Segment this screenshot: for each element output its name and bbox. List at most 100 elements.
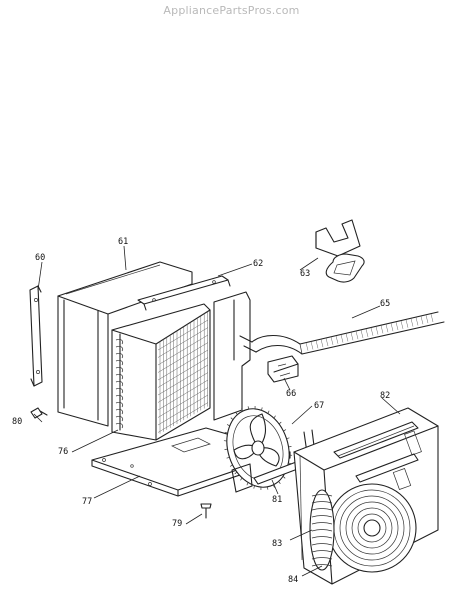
tubing-hatch-line (385, 324, 389, 333)
coil-tube-bend (115, 346, 123, 352)
fan-tooth (230, 417, 234, 420)
part-82-top-strip (333, 421, 419, 483)
callout-67: 67 (314, 401, 324, 411)
shroud-rib (311, 515, 333, 518)
fan-tooth (224, 431, 228, 434)
watermark: AppliancePartsPros.com (163, 4, 300, 17)
fan-tooth (247, 406, 250, 410)
fan-tooth (266, 486, 269, 490)
fan-tooth (283, 429, 287, 432)
fan-tooth (226, 456, 230, 459)
coil-tube-bend (115, 339, 123, 345)
shroud-panel (213, 291, 251, 421)
coil-tube-bend (115, 409, 123, 415)
coil-fin-cross (157, 327, 209, 358)
coil-tube-bends (115, 339, 123, 429)
tubing-hatch-line (395, 321, 399, 331)
fan-tooth (235, 412, 238, 415)
tubing-hatch-line (320, 339, 324, 348)
shroud-rib (311, 501, 333, 504)
tubing-hatch-line (355, 331, 359, 340)
callout-81: 81 (272, 495, 282, 505)
fan-tooth (282, 476, 286, 479)
part-62-rail (137, 275, 231, 311)
tubing-hatch-line (360, 329, 364, 339)
shroud-rib (311, 494, 333, 497)
tubing-hatch (305, 313, 434, 351)
fan-tooth (234, 471, 238, 475)
fan-tooth (261, 407, 263, 411)
tubing-hatch-line (430, 313, 434, 323)
callout-80: 80 (12, 417, 22, 427)
tubing-hatch-line (415, 317, 419, 326)
grille-ring (345, 501, 399, 555)
part-83-shroud (309, 489, 335, 571)
part-76-coil (111, 303, 211, 441)
shroud-rib (311, 536, 333, 539)
coil-tube-bend (115, 388, 123, 394)
tubing-hatch-line (420, 316, 424, 325)
callout-65: 65 (380, 299, 390, 309)
tubing-hatch-line (310, 341, 314, 350)
coil-tube-bend (115, 402, 123, 408)
tubing-hatch-line (330, 336, 334, 345)
part-67-fan-blade (223, 405, 293, 491)
fan-tooth (278, 421, 282, 425)
grille-ring (351, 507, 393, 549)
part-65-tubing (239, 311, 445, 355)
coil-fin-cross (157, 334, 209, 366)
callout-84: 84 (288, 575, 298, 585)
coil-tube-bend (115, 395, 123, 401)
shroud-rib (311, 557, 333, 560)
fan-tooth (267, 410, 270, 414)
callout-66: 66 (286, 389, 296, 399)
fan-tooth (246, 482, 249, 486)
shroud-rib (311, 564, 333, 567)
tubing-hatch-line (425, 315, 429, 324)
tubing-hatch-line (390, 323, 394, 332)
shroud-rib (311, 550, 333, 553)
tubing-hatch-line (410, 318, 414, 327)
callout-79: 79 (172, 519, 182, 529)
leader-lines (33, 245, 401, 577)
part-80-screw (30, 407, 48, 419)
tubing-hatch-line (335, 335, 339, 344)
part-79-screw (200, 503, 212, 519)
coil-fin-cross (157, 357, 209, 388)
tubing-hatch-line (380, 325, 384, 334)
fan-tooth (240, 477, 243, 481)
tubing-hatch-line (375, 326, 379, 335)
coil-tube-bend (115, 416, 123, 422)
coil-fin-cross (157, 394, 209, 426)
callout-77: 77 (82, 497, 92, 507)
coil-tube-bend (115, 360, 123, 366)
coil-fin-cross (157, 364, 209, 396)
grille-ring (357, 513, 387, 543)
shroud-rib (311, 529, 333, 532)
grille-ring (339, 495, 405, 561)
coil-fin-cross (157, 372, 209, 403)
fan-tooth (241, 408, 244, 412)
tubing-hatch-line (365, 328, 369, 337)
fan-tooth (273, 415, 276, 419)
shroud-rib (311, 508, 333, 511)
callout-83: 83 (272, 539, 282, 549)
fan-tooth (253, 485, 255, 489)
tubing-hatch-line (405, 319, 409, 328)
tubing-hatch-line (350, 332, 354, 341)
shroud-rib (311, 543, 333, 546)
tubing-hatch-line (340, 334, 344, 343)
coil-fin-cross (157, 342, 209, 373)
shroud-ribs (311, 494, 333, 567)
coil-tube-bend (115, 353, 123, 359)
coil-fin-cross (157, 379, 209, 411)
callout-labels: 60 61 62 63 65 66 67 76 77 79 80 81 82 8… (12, 237, 390, 585)
callout-60: 60 (35, 253, 45, 263)
tubing-hatch-line (315, 340, 319, 349)
fan-tooth (272, 484, 275, 488)
tubing-hatch-line (345, 333, 349, 342)
callout-61: 61 (118, 237, 128, 247)
callout-82: 82 (380, 391, 390, 401)
